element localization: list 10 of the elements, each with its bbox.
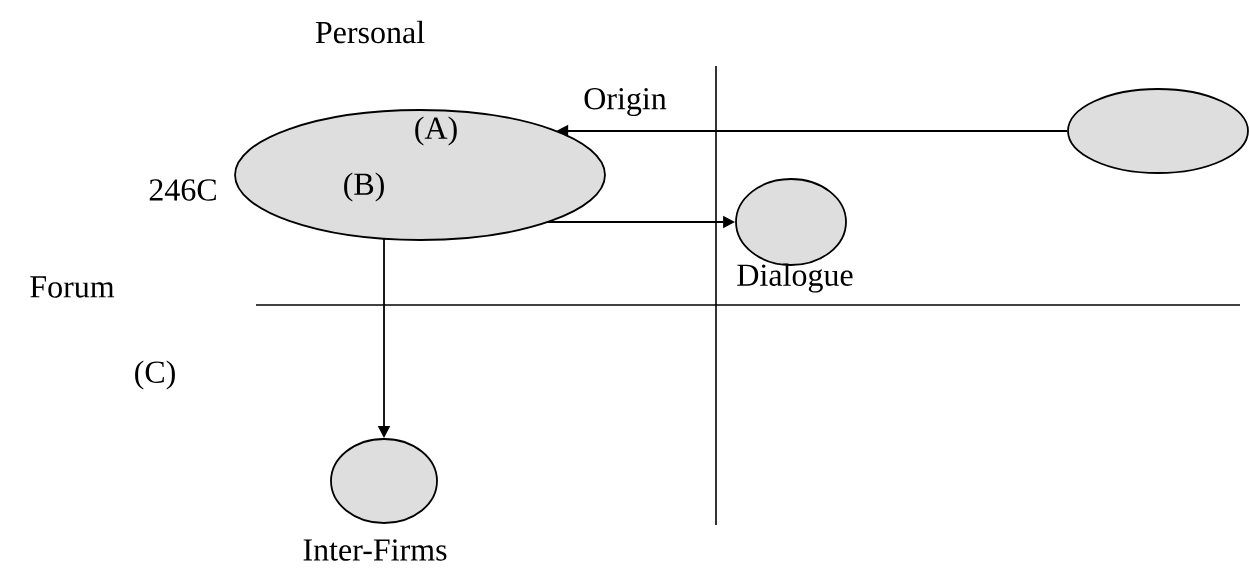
- text-label: Origin: [584, 87, 667, 117]
- text-label: (C): [135, 360, 175, 390]
- ellipse-text: (B): [344, 172, 384, 202]
- ellipse-shape: [1067, 88, 1249, 174]
- ellipse-shape: [330, 438, 438, 524]
- ellipse-text: (A): [415, 116, 457, 146]
- text-label: Forum: [30, 276, 115, 298]
- text-label: Personal: [315, 20, 425, 44]
- node-caption: Dialogue: [737, 263, 853, 293]
- node-caption: Inter-Firms: [303, 539, 447, 561]
